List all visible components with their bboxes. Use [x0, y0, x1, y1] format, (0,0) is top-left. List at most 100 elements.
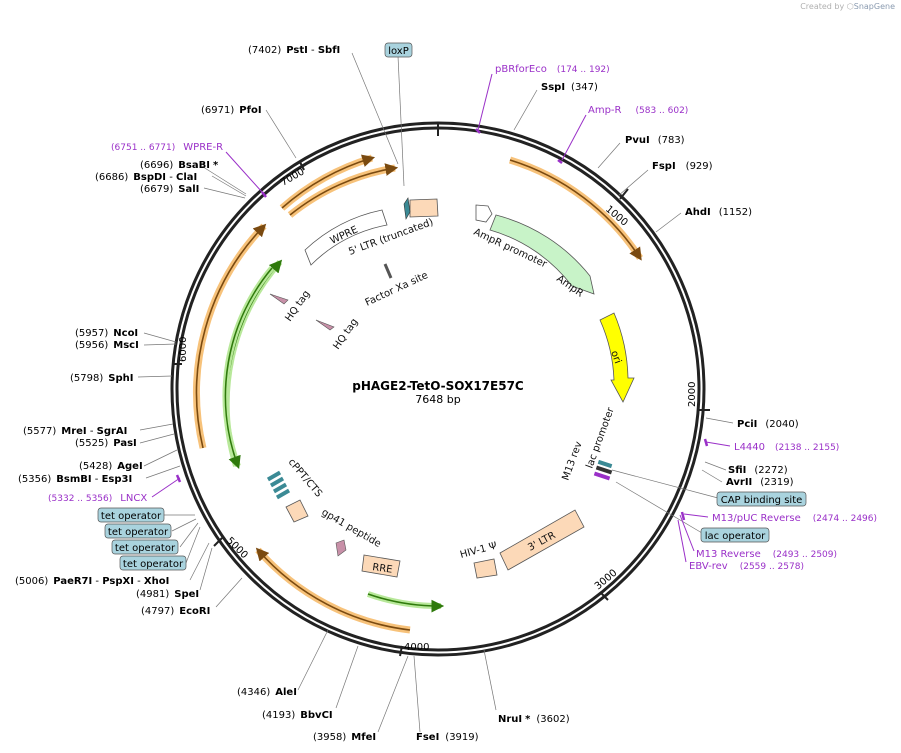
site-label-psti[interactable]: (7402)PstI - SbfI [248, 45, 340, 56]
primer-label-m13puc[interactable]: M13/pUC Reverse(2474 .. 2496) [712, 513, 877, 524]
leader-mfei [377, 655, 409, 733]
site-label-avrii[interactable]: AvrII(2319) [726, 477, 794, 488]
leader-nrui [483, 649, 497, 711]
primer-label-ebv[interactable]: EBV-rev(2559 .. 2578) [689, 561, 804, 572]
primer-label-lncx[interactable]: (5332 .. 5356)LNCX [48, 493, 147, 504]
site-name-pcii: PciI [737, 419, 757, 430]
primer-range-wpre-r: (6751 .. 6771) [111, 143, 175, 153]
factor-xa-marker [383, 263, 393, 279]
site-name-msci: MscI [113, 340, 139, 351]
cap-box [716, 491, 807, 507]
leader-m13puc [683, 513, 709, 518]
site-leader-lines [137, 52, 734, 733]
site-sep-bsmbi: - [92, 474, 102, 485]
ampr-promoter-arrow [475, 204, 493, 223]
site-pos-ncoi: (5957) [75, 328, 108, 339]
site-label-pfoi[interactable]: (6971)PfoI [201, 105, 262, 116]
loxp-marker [403, 197, 411, 220]
m13-lac-markers [593, 459, 613, 481]
boxed-label-tet-1[interactable]: tet operator [97, 507, 165, 523]
site-label-pcii[interactable]: PciI(2040) [737, 419, 799, 430]
tet-text-2: tet operator [108, 527, 169, 538]
site-label-sfii[interactable]: SfiI(2272) [728, 465, 788, 476]
site-sep-psti: - [308, 45, 318, 56]
site-label-mrei[interactable]: (5577)MreI - SgrAI [23, 426, 127, 437]
leader-avrii [701, 469, 723, 483]
site-pos-sspi: (347) [571, 82, 598, 93]
site-label-mfei[interactable]: (3958)MfeI [313, 732, 376, 743]
lac-operator-box [700, 527, 770, 543]
leader-alei [297, 629, 329, 691]
site-name-mrei: MreI [61, 426, 86, 437]
site-star-bsabi: * [213, 160, 219, 171]
leader-pbrforeco [477, 73, 493, 131]
snapgene-credit: Created by ⬡SnapGene [800, 2, 895, 11]
site-label-pvui[interactable]: PvuI(783) [625, 135, 685, 146]
leader-wpre-r [225, 151, 263, 193]
boxed-label-tet-3[interactable]: tet operator [111, 539, 179, 555]
leader-ecori [215, 577, 243, 608]
site-name-mfei: MfeI [351, 732, 376, 743]
site-label-bbvci[interactable]: (4193)BbvCI [262, 710, 333, 721]
boxed-label-lac-operator[interactable]: lac operator [700, 527, 770, 543]
leader-sfii [704, 461, 727, 471]
loxp-text: loxP [388, 46, 409, 57]
site-name-fsei: FseI [416, 732, 439, 743]
tick-label-2000: 2000 [687, 382, 698, 407]
site-label-alei[interactable]: (4346)AleI [237, 687, 297, 698]
site-name3-xhoi: XhoI [144, 576, 169, 587]
rre-box [361, 554, 401, 578]
site-label-spei[interactable]: (4981)SpeI [136, 589, 199, 600]
tet-text-4: tet operator [123, 559, 184, 570]
site-label-xhoi[interactable]: (5006)PaeR7I - PspXI - XhoI [15, 576, 169, 587]
boxed-label-cap[interactable]: CAP binding site [716, 491, 807, 507]
site-label-bsabi[interactable]: (6696)BsaBI* [140, 160, 219, 171]
site-label-pasi[interactable]: (5525)PasI [75, 438, 137, 449]
primer-range-m13rev: (2493 .. 2509) [773, 550, 837, 560]
tet-box-1 [97, 507, 165, 523]
primer-label-wpre-r[interactable]: (6751 .. 6771)WPRE-R [111, 142, 223, 153]
feature-label-hq-tag-a: HQ tag [283, 289, 312, 324]
site-name-nrui: NruI [498, 714, 522, 725]
site-label-fspi[interactable]: FspI(929) [652, 161, 713, 172]
hq-tag-marker-b [315, 319, 335, 331]
primer-labels: pBRforEco(174 .. 192) Amp-R(583 .. 602) … [48, 64, 877, 572]
tet-text-3: tet operator [115, 543, 176, 554]
site-label-agei[interactable]: (5428)AgeI [79, 461, 143, 472]
boxed-label-loxp[interactable]: loxP [384, 42, 413, 58]
primer-range-m13puc: (2474 .. 2496) [813, 514, 877, 524]
site-name-bsmbi: BsmBI [56, 474, 91, 485]
primer-range-lncx: (5332 .. 5356) [48, 494, 112, 504]
site-label-nrui[interactable]: NruI*(3602) [498, 714, 570, 725]
primer-label-ampr[interactable]: Amp-R(583 .. 602) [588, 105, 688, 116]
site-name-sali: SalI [178, 184, 199, 195]
primer-name-ebv: EBV-rev [689, 561, 728, 572]
boxed-label-tet-4[interactable]: tet operator [119, 555, 187, 571]
site-label-fsei[interactable]: FseI(3919) [416, 732, 479, 743]
leader-fspi [617, 169, 649, 197]
leader-cap [611, 469, 719, 499]
site-label-bspdi[interactable]: (6686)BspDI - ClaI [95, 172, 197, 183]
site-label-sphi[interactable]: (5798)SphI [70, 373, 133, 384]
cap-text: CAP binding site [721, 495, 803, 506]
tick-3000 [599, 591, 609, 601]
primer-label-l4440[interactable]: L4440(2138 .. 2155) [734, 442, 839, 453]
site-label-sspi[interactable]: SspI(347) [541, 82, 598, 93]
boxed-label-tet-2[interactable]: tet operator [104, 523, 172, 539]
primer-label-pbrforeco[interactable]: pBRforEco(174 .. 192) [495, 64, 610, 75]
primer-mark-l4440 [703, 438, 709, 447]
site-name-bbvci: BbvCI [300, 710, 332, 721]
site-label-sali[interactable]: (6679)SalI [140, 184, 199, 195]
site-pos-xhoi: (5006) [15, 576, 48, 587]
tet-marker-3 [272, 482, 288, 494]
leader-ncoi [143, 332, 177, 343]
site-label-ecori[interactable]: (4797)EcoRI [141, 606, 210, 617]
site-label-ncoi[interactable]: (5957)NcoI [75, 328, 138, 339]
feature-label-rre: RRE [372, 562, 394, 576]
site-label-msci[interactable]: (5956)MscI [75, 340, 139, 351]
site-label-bsmbi[interactable]: (5356)BsmBI - Esp3I [18, 474, 132, 485]
tet-marker-1 [266, 470, 282, 482]
primer-label-m13rev[interactable]: M13 Reverse(2493 .. 2509) [696, 549, 837, 560]
site-label-ahdi[interactable]: AhdI(1152) [685, 207, 752, 218]
tet-operator-markers [266, 470, 291, 500]
